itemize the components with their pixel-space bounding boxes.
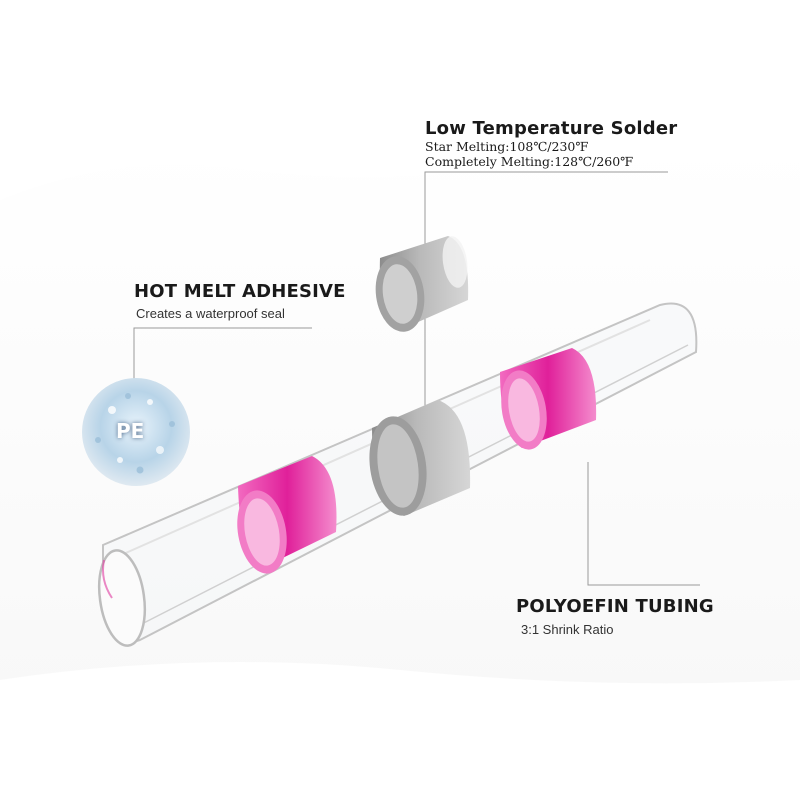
tubing-subtitle: 3:1 Shrink Ratio — [521, 622, 614, 637]
solder-leader-line — [424, 171, 668, 424]
solder-ring-floating — [375, 236, 469, 332]
tubing-leader-line — [587, 462, 700, 586]
pink-ring-left — [237, 456, 337, 574]
adhesive-subtitle: Creates a waterproof seal — [136, 306, 285, 321]
solder-title: Low Temperature Solder — [425, 118, 678, 139]
solder-complete-melting: Completely Melting:128℃/260℉ — [425, 154, 634, 169]
pe-label: PE — [116, 419, 145, 443]
pe-beads-icon — [82, 378, 190, 486]
adhesive-title: HOT MELT ADHESIVE — [134, 281, 346, 302]
solder-start-melting: Star Melting:108℃/230℉ — [425, 139, 589, 154]
pink-ring-right — [500, 348, 597, 450]
tubing-title: POLYOEFIN TUBING — [516, 596, 714, 617]
solder-ring-on-tube — [369, 400, 471, 516]
